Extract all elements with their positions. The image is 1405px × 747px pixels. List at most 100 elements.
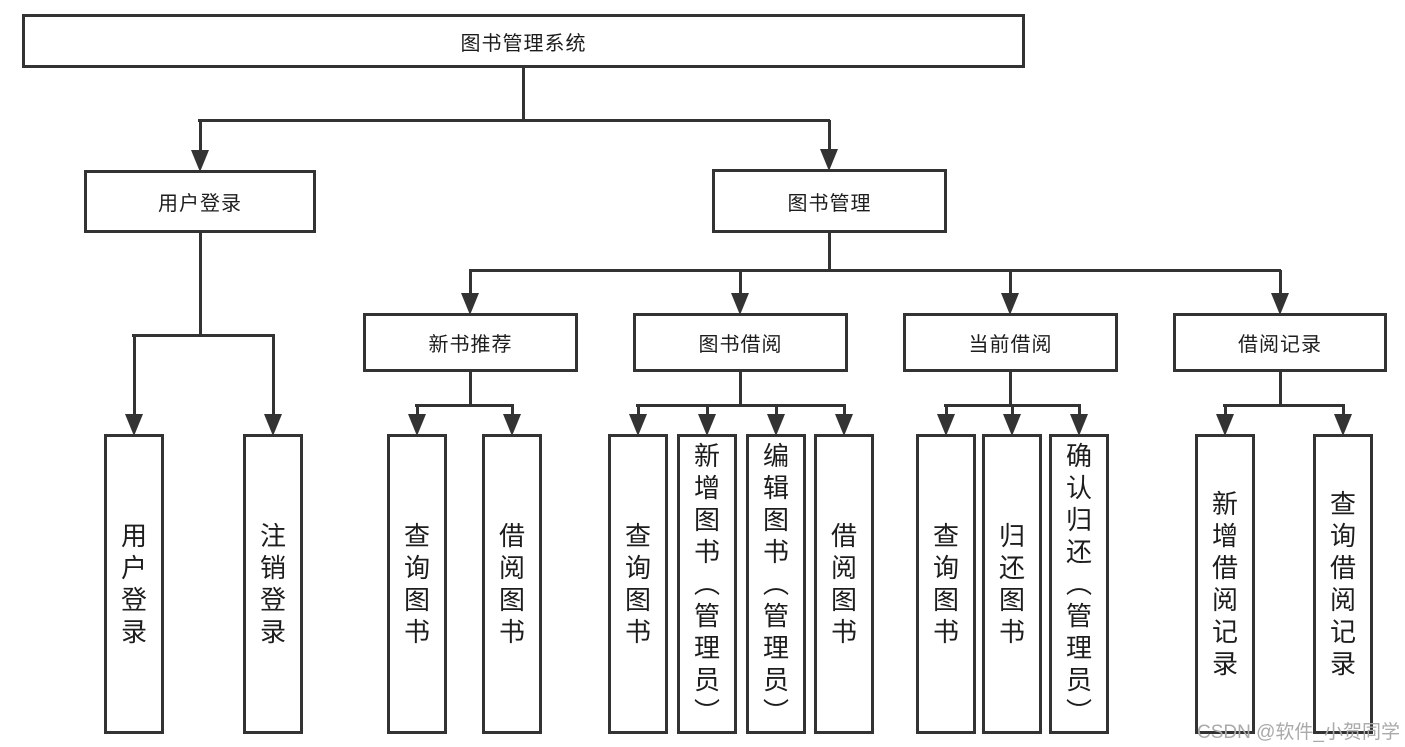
vertical-label-char: 登 bbox=[120, 585, 147, 615]
vertical-label-char: 询 bbox=[1329, 521, 1356, 551]
vertical-label-char: ︶ bbox=[693, 697, 720, 727]
connector-arrowhead-down bbox=[835, 414, 853, 436]
node-book-borrow: 图书借阅 bbox=[633, 313, 848, 372]
vertical-label-char: 还 bbox=[998, 553, 1025, 583]
vertical-label-char: 询 bbox=[624, 553, 651, 583]
vertical-label-char: 查 bbox=[403, 521, 430, 551]
vertical-label-char: 借 bbox=[830, 521, 857, 551]
vertical-label-char: 注 bbox=[259, 521, 286, 551]
vertical-label-char: 记 bbox=[1329, 617, 1356, 647]
vertical-label-char: ︶ bbox=[762, 697, 789, 727]
connector-arrowhead-down bbox=[629, 414, 647, 436]
connector-line-vertical bbox=[522, 67, 525, 121]
connector-line-vertical bbox=[843, 405, 846, 418]
node-user-login-label: 用户登录 bbox=[158, 193, 242, 215]
vertical-label-char: 辑 bbox=[762, 473, 789, 503]
vertical-label-char: 录 bbox=[1329, 649, 1356, 679]
connector-arrowhead-down bbox=[820, 149, 838, 171]
vertical-label-char: 图 bbox=[403, 585, 430, 615]
leaf-edit-books-admin: 编辑图书︵管理员︶ bbox=[746, 434, 806, 734]
vertical-label-char: 记 bbox=[1211, 617, 1238, 647]
connector-line-horizontal bbox=[469, 269, 1281, 272]
vertical-label-char: 员 bbox=[693, 665, 720, 695]
leaf-user-login: 用户登录 bbox=[104, 434, 164, 734]
vertical-label-char: 询 bbox=[403, 553, 430, 583]
connector-line-vertical bbox=[828, 120, 831, 153]
connector-line-vertical bbox=[739, 371, 742, 407]
vertical-label-char: 管 bbox=[762, 601, 789, 631]
connector-arrowhead-down bbox=[1216, 414, 1234, 436]
connector-line-vertical bbox=[133, 335, 136, 418]
connector-line-vertical bbox=[469, 270, 472, 297]
connector-arrowhead-down bbox=[1271, 293, 1289, 315]
connector-arrowhead-down bbox=[1070, 414, 1088, 436]
leaf-return-books: 归还图书 bbox=[982, 434, 1042, 734]
vertical-label-char: 书 bbox=[624, 617, 651, 647]
vertical-label-char: 管 bbox=[1065, 601, 1092, 631]
node-book-borrow-label: 图书借阅 bbox=[698, 334, 783, 356]
vertical-label-char: 阅 bbox=[498, 553, 525, 583]
connector-arrowhead-down bbox=[461, 293, 479, 315]
connector-arrowhead-down bbox=[1003, 414, 1021, 436]
vertical-label-char: 图 bbox=[830, 585, 857, 615]
vertical-label-char: 编 bbox=[762, 441, 789, 471]
vertical-label-char: 借 bbox=[1329, 553, 1356, 583]
connector-line-horizontal bbox=[198, 119, 830, 122]
connector-line-horizontal bbox=[415, 404, 514, 407]
leaf-query-borrow-record: 查询借阅记录 bbox=[1313, 434, 1373, 734]
connector-line-vertical bbox=[511, 405, 514, 418]
leaf-confirm-return-admin: 确认归还︵管理员︶ bbox=[1049, 434, 1109, 734]
connector-line-vertical bbox=[199, 232, 202, 337]
vertical-label-char: 查 bbox=[1329, 489, 1356, 519]
vertical-label-char: 用 bbox=[120, 521, 147, 551]
node-current-borrow: 当前借阅 bbox=[903, 313, 1118, 372]
vertical-label-char: 查 bbox=[932, 521, 959, 551]
connector-line-vertical bbox=[1224, 405, 1227, 418]
vertical-label-char: 销 bbox=[259, 553, 286, 583]
leaf-logout: 注销登录 bbox=[243, 434, 303, 734]
vertical-label-char: 认 bbox=[1065, 473, 1092, 503]
vertical-label-char: 录 bbox=[259, 617, 286, 647]
vertical-label-char: ︵ bbox=[762, 569, 789, 599]
node-library-management-system: 图书管理系统 bbox=[22, 14, 1025, 68]
connector-line-vertical bbox=[706, 405, 709, 418]
vertical-label-char: 借 bbox=[1211, 553, 1238, 583]
vertical-label-char: 借 bbox=[498, 521, 525, 551]
vertical-label-char: 图 bbox=[998, 585, 1025, 615]
vertical-label-char: 阅 bbox=[1329, 585, 1356, 615]
node-current-borrow-label: 当前借阅 bbox=[968, 334, 1053, 356]
vertical-label-char: 书 bbox=[830, 617, 857, 647]
connector-line-vertical bbox=[416, 405, 419, 418]
leaf-add-books-admin: 新增图书︵管理员︶ bbox=[677, 434, 737, 734]
node-borrow-records-label: 借阅记录 bbox=[1238, 334, 1322, 356]
connector-line-vertical bbox=[199, 120, 202, 154]
node-book-management: 图书管理 bbox=[712, 169, 947, 233]
connector-arrowhead-down bbox=[408, 414, 426, 436]
vertical-label-char: 归 bbox=[998, 521, 1025, 551]
connector-line-vertical bbox=[1279, 371, 1282, 407]
node-book-management-label: 图书管理 bbox=[787, 192, 872, 215]
vertical-label-char: 书 bbox=[498, 617, 525, 647]
connector-arrowhead-down bbox=[698, 414, 716, 436]
vertical-label-char: 图 bbox=[498, 585, 525, 615]
vertical-label-char: 理 bbox=[1065, 633, 1092, 663]
leaf-borrow-books: 借阅图书 bbox=[814, 434, 874, 734]
connector-arrowhead-down bbox=[264, 414, 282, 436]
node-new-book-recommend: 新书推荐 bbox=[363, 313, 578, 372]
connector-line-vertical bbox=[828, 232, 831, 272]
connector-arrowhead-down bbox=[1001, 293, 1019, 315]
vertical-label-char: ︶ bbox=[1065, 697, 1092, 727]
vertical-label-char: 员 bbox=[762, 665, 789, 695]
vertical-label-char: 管 bbox=[693, 601, 720, 631]
vertical-label-char: 书 bbox=[693, 537, 720, 567]
vertical-label-char: 登 bbox=[259, 585, 286, 615]
vertical-label-char: 录 bbox=[1211, 649, 1238, 679]
vertical-label-char: 增 bbox=[693, 473, 720, 503]
watermark: CSDN @软件_小贺同学 bbox=[1197, 722, 1400, 743]
leaf-borrow-books-recommend: 借阅图书 bbox=[482, 434, 542, 734]
vertical-label-char: 阅 bbox=[830, 553, 857, 583]
connector-line-vertical bbox=[1011, 405, 1014, 418]
vertical-label-char: 还 bbox=[1065, 537, 1092, 567]
vertical-label-char: 图 bbox=[762, 505, 789, 535]
